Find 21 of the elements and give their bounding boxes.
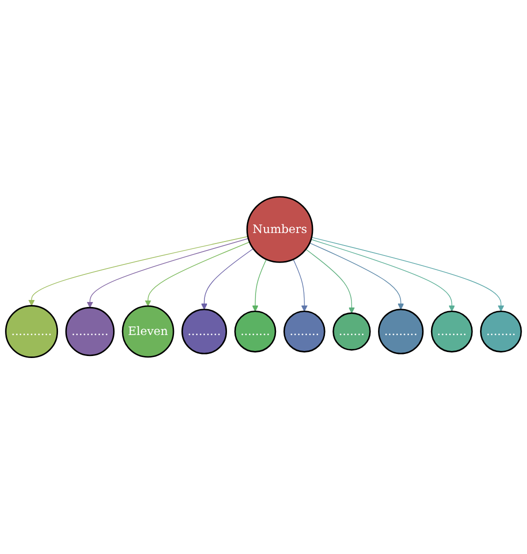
node-circle: ....... [332,312,371,351]
node-circle: Eleven [122,305,174,358]
arrow [201,248,254,310]
arrow [310,238,456,312]
arrow [28,236,248,306]
arrow [306,248,355,314]
node-circle: ......... [378,308,424,354]
node-circle: ........ [283,310,326,352]
arrow [144,242,250,306]
node-circle: ........... [5,304,58,358]
node-circle: ........ [430,310,473,352]
node-circle: ........ [480,310,522,352]
node-circle: ........ [234,310,276,352]
node-circle: Numbers [246,196,314,263]
node-circle: .......... [65,306,115,356]
arrow [292,258,308,312]
arrow [86,238,249,308]
arrow [252,258,267,312]
node-circle: ......... [181,308,228,354]
arrow [309,242,404,310]
arrow [311,236,504,312]
